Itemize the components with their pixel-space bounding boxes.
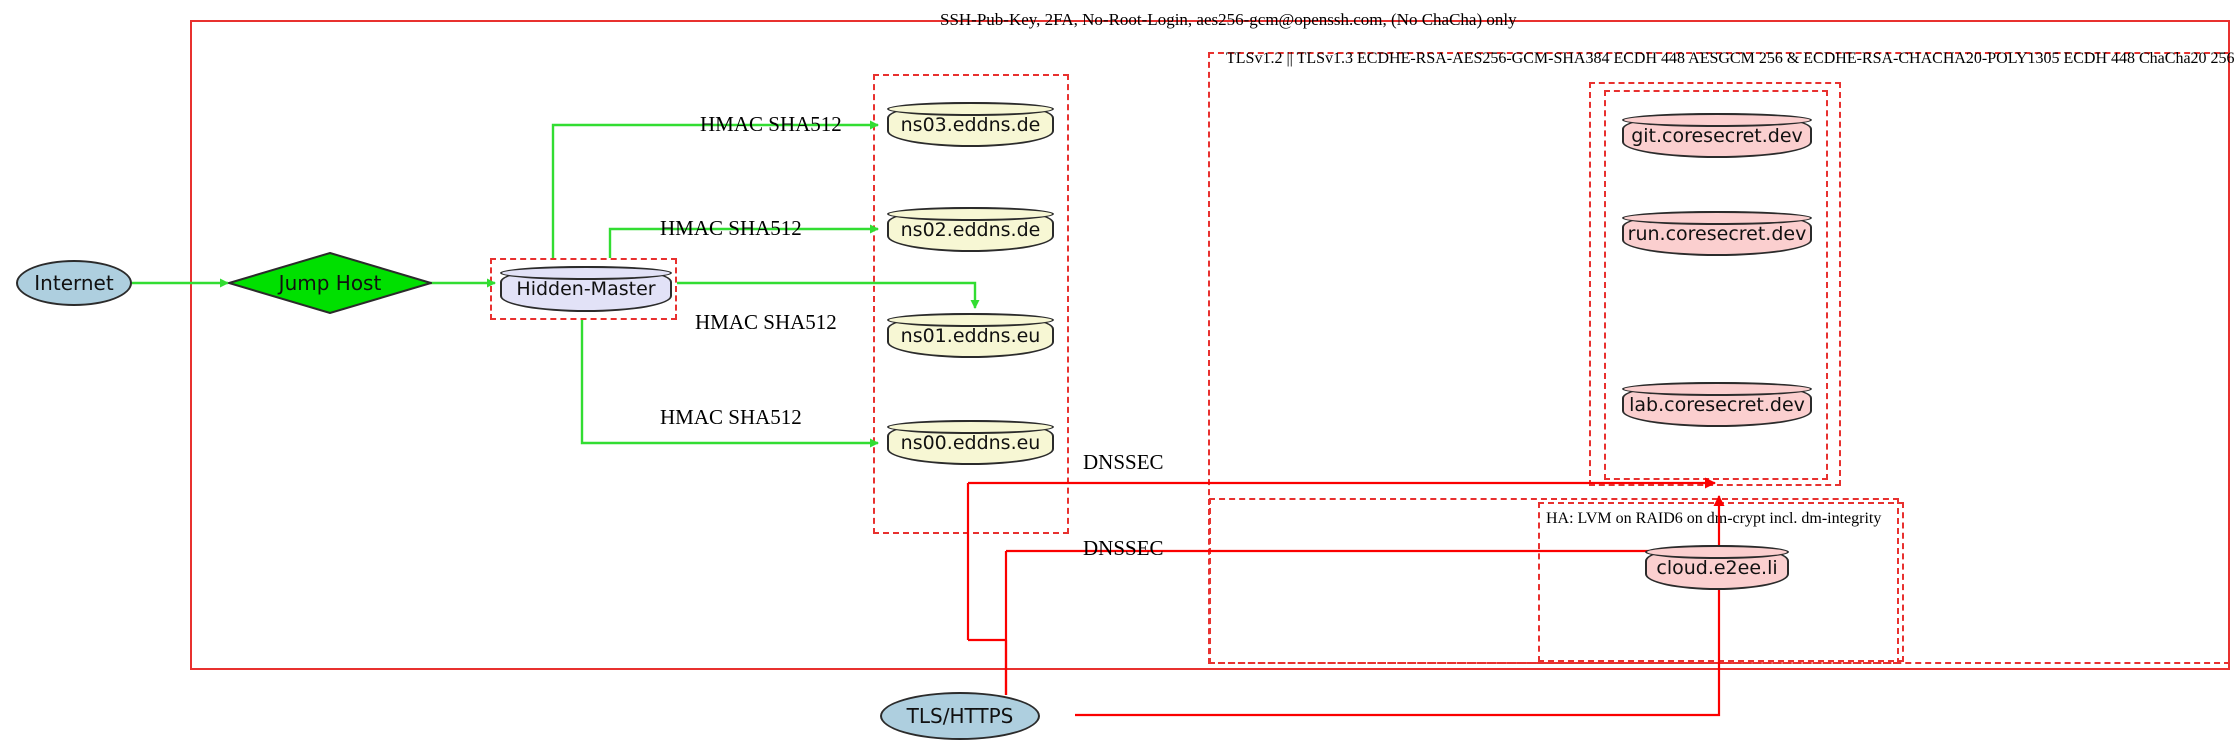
edge-label-hmac-ns00: HMAC SHA512 <box>660 405 802 429</box>
edge-label-hmac-ns03: HMAC SHA512 <box>700 112 842 136</box>
node-internet-label: Internet <box>34 271 114 295</box>
edge-label-dnssec-upper: DNSSEC <box>1083 450 1164 474</box>
node-ns02-label: ns02.eddns.de <box>900 218 1041 241</box>
cluster-hidden-master <box>490 258 677 320</box>
node-ns01-label: ns01.eddns.eu <box>900 324 1041 347</box>
node-hidden-master-label: Hidden-Master <box>516 278 656 300</box>
node-ns00-label: ns00.eddns.eu <box>900 431 1041 454</box>
node-tls-https[interactable]: TLS/HTTPS <box>880 692 1040 740</box>
edge-label-hmac-ns02: HMAC SHA512 <box>660 216 802 240</box>
cluster-ssh-label: SSH-Pub-Key, 2FA, No-Root-Login, aes256-… <box>940 10 1517 29</box>
cluster-coresecret-inner <box>1604 90 1828 480</box>
node-internet[interactable]: Internet <box>16 260 132 306</box>
node-cloud-e2ee[interactable]: cloud.e2ee.li <box>1645 545 1789 590</box>
node-ns03[interactable]: ns03.eddns.de <box>887 102 1054 147</box>
node-jump-host[interactable]: Jump Host <box>225 251 435 315</box>
node-git-coresecret-label: git.coresecret.dev <box>1631 124 1803 147</box>
edge-label-dnssec-lower: DNSSEC <box>1083 536 1164 560</box>
node-ns03-label: ns03.eddns.de <box>900 113 1041 136</box>
edge-label-hmac-ns01: HMAC SHA512 <box>695 310 837 334</box>
node-git-coresecret[interactable]: git.coresecret.dev <box>1622 113 1812 158</box>
diamond-shape <box>225 251 435 315</box>
node-lab-coresecret-label: lab.coresecret.dev <box>1629 393 1805 416</box>
cluster-tls-label: TLSv1.2 || TLSv1.3 ECDHE-RSA-AES256-GCM-… <box>1226 50 2235 67</box>
node-hidden-master[interactable]: Hidden-Master <box>500 266 672 312</box>
node-ns02[interactable]: ns02.eddns.de <box>887 207 1054 252</box>
node-ns00[interactable]: ns00.eddns.eu <box>887 420 1054 465</box>
node-ns01[interactable]: ns01.eddns.eu <box>887 313 1054 358</box>
node-cloud-e2ee-label: cloud.e2ee.li <box>1656 556 1778 579</box>
node-run-coresecret[interactable]: run.coresecret.dev <box>1622 211 1812 256</box>
node-lab-coresecret[interactable]: lab.coresecret.dev <box>1622 382 1812 427</box>
node-run-coresecret-label: run.coresecret.dev <box>1627 222 1807 245</box>
node-tls-https-label: TLS/HTTPS <box>906 704 1014 728</box>
